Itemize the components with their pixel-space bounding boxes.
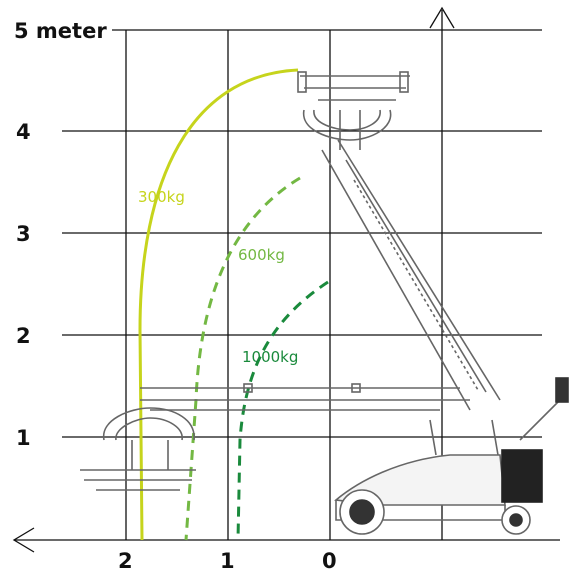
y-tick-4: 4 [16,120,31,144]
lifting-machine-illustration [80,71,569,535]
label-1000kg: 1000kg [242,348,298,366]
y-tick-1: 1 [16,426,31,450]
label-600kg: 600kg [238,246,285,264]
curve-600kg [184,176,301,541]
curve-1000kg [236,280,329,541]
grid-horizontal [62,29,542,438]
grid-vertical [125,30,331,540]
x-tick-1: 1 [220,549,235,573]
curve-300kg [138,68,299,541]
x-axis-line [12,527,560,553]
label-300kg: 300kg [138,188,185,206]
y-axis-arrow [429,6,455,540]
raised-boom [297,71,501,411]
x-tick-2: 2 [118,549,133,573]
y-axis-top-label: 5 meter [14,19,107,43]
lowered-boom [80,383,470,491]
x-tick-0: 0 [322,549,337,573]
y-tick-2: 2 [16,324,31,348]
chassis [334,377,569,521]
y-tick-3: 3 [16,222,31,246]
wheels [339,489,531,535]
